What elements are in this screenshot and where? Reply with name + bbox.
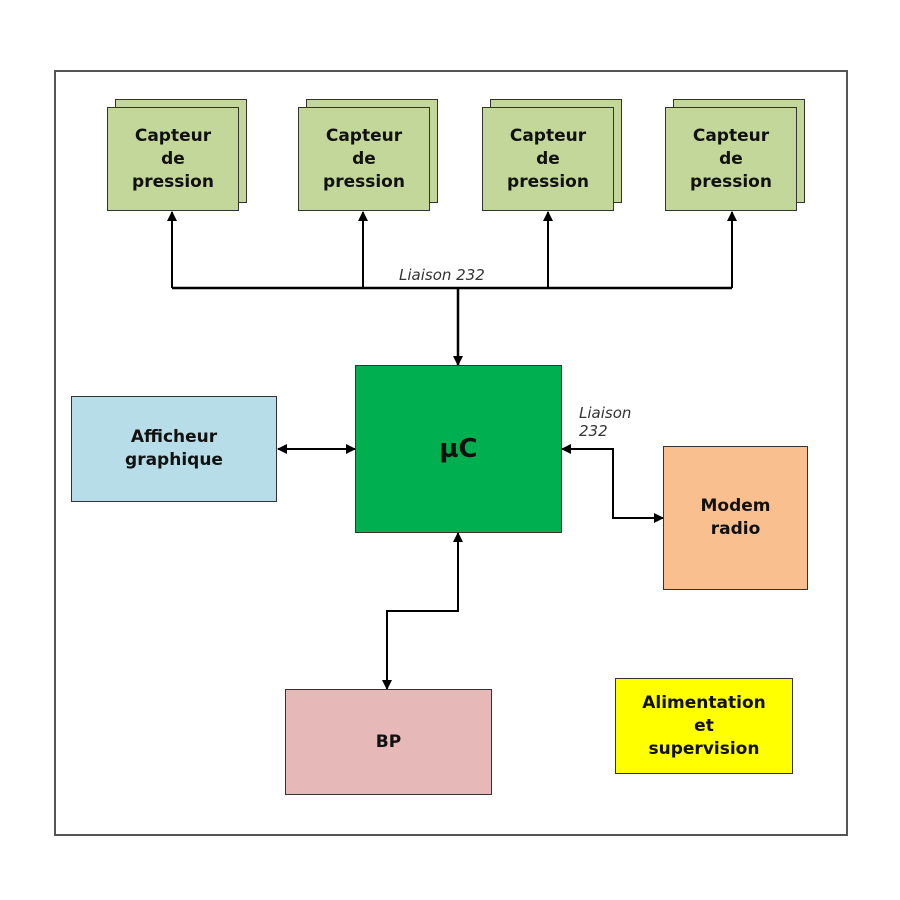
sensor-4-label: Capteur de pression: [690, 125, 772, 192]
mcu-block[interactable]: µC: [355, 365, 562, 533]
mcu-bp-arrow: [382, 532, 463, 690]
display-block[interactable]: Afficheur graphique: [71, 396, 277, 502]
display-label: Afficheur graphique: [125, 427, 223, 470]
mcu-label: µC: [439, 433, 478, 464]
sensor-block-3[interactable]: Capteur de pression: [482, 107, 614, 211]
bp-block[interactable]: BP: [285, 689, 492, 795]
mcu-modem-arrow: [561, 444, 664, 523]
sensor-3-label: Capteur de pression: [507, 125, 589, 192]
sensor-block-2[interactable]: Capteur de pression: [298, 107, 430, 211]
power-supervision-label: Alimentation et supervision: [642, 692, 766, 759]
power-supervision-block[interactable]: Alimentation et supervision: [615, 678, 793, 774]
modem-label: Modem radio: [700, 496, 771, 539]
sensor-1-label: Capteur de pression: [132, 125, 214, 192]
sensor-block-4[interactable]: Capteur de pression: [665, 107, 797, 211]
modem-link-label: Liaison 232: [579, 404, 632, 440]
bp-label: BP: [375, 731, 402, 752]
sensor-2-label: Capteur de pression: [323, 125, 405, 192]
diagram-frame: [54, 70, 848, 836]
sensor-block-1[interactable]: Capteur de pression: [107, 107, 239, 211]
bus-link-label: Liaison 232: [399, 266, 485, 284]
modem-block[interactable]: Modem radio: [663, 446, 808, 590]
